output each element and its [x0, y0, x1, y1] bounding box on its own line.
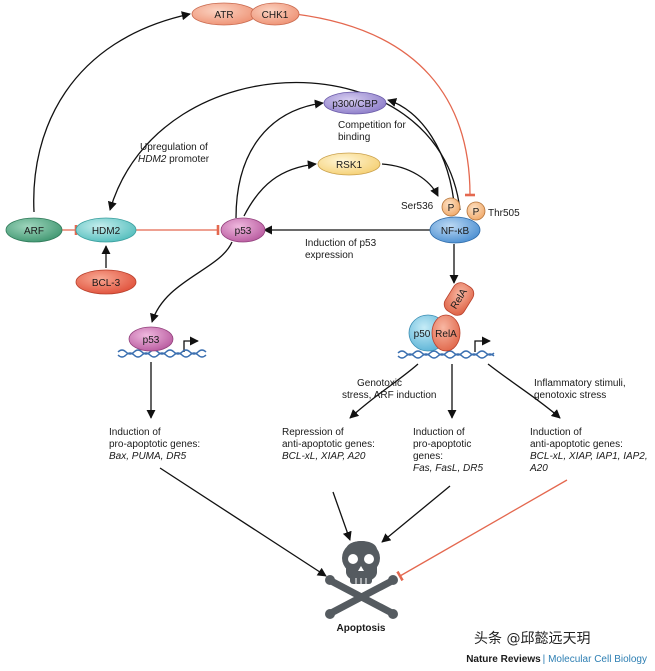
- arf-node[interactable]: ARF: [5, 217, 63, 243]
- outcome-midleft-line2: anti-apoptotic genes:: [282, 439, 375, 450]
- edge-dna-to-antiapop: [487, 363, 561, 419]
- induction-p53-label-1: Induction of p53: [305, 238, 377, 249]
- apoptosis-label: Apoptosis: [337, 623, 386, 634]
- rsk1-label: RSK1: [336, 160, 363, 171]
- rela-low-label: RelA: [435, 329, 457, 340]
- hdm2-node[interactable]: HDM2: [75, 217, 137, 243]
- edge-rsk1-to-pser: [381, 163, 439, 197]
- rela-low-node[interactable]: RelA: [431, 314, 461, 352]
- edge-nfkb-to-p300: [387, 98, 456, 213]
- outcome-mid-left: Repression of anti-apoptotic genes: BCL-…: [282, 427, 375, 462]
- outcome-midright-genes: Fas, FasL, DR5: [413, 463, 483, 474]
- bcl3-label: BCL-3: [92, 278, 121, 289]
- ser536-label: Ser536: [401, 201, 434, 212]
- watermark: 头条 @邱懿远天玥: [474, 631, 591, 647]
- edge-dna-to-repression: [349, 363, 419, 419]
- dna-right: [397, 350, 495, 359]
- p53-dna-node[interactable]: p53: [128, 326, 174, 352]
- p300-label: p300/CBP: [332, 99, 378, 110]
- skull-crossbones-icon: [325, 541, 398, 619]
- p300-node[interactable]: p300/CBP: [323, 91, 387, 115]
- edge-left-to-apoptosis: [159, 467, 327, 577]
- competition-label-1: Competition for: [338, 120, 406, 131]
- edge-p53-to-p53-low: [150, 241, 233, 323]
- induction-p53-label-2: expression: [305, 250, 353, 261]
- rsk1-node[interactable]: RSK1: [317, 152, 381, 176]
- chk1-label: CHK1: [262, 10, 289, 21]
- phospho-thr505-label: P: [473, 207, 480, 218]
- phospho-ser536-label: P: [448, 203, 455, 214]
- edge-p53-to-p300: [235, 99, 324, 219]
- inflammatory-label-2: genotoxic stress: [534, 390, 606, 401]
- atr-node[interactable]: ATR: [191, 2, 257, 26]
- promoter-arrow-left: [183, 336, 199, 352]
- upregulation-label-2: HDM2 promoter: [138, 154, 210, 165]
- journal-subject: | Molecular Cell Biology: [542, 654, 647, 665]
- phospho-ser536: P: [441, 197, 461, 217]
- journal-name: Nature Reviews: [466, 654, 541, 665]
- dna-left: [117, 349, 207, 358]
- thr505-label: Thr505: [488, 208, 520, 219]
- outcome-left: Induction of pro-apoptotic genes: Bax, P…: [109, 427, 200, 462]
- edge-p53-to-rsk1: [243, 160, 317, 217]
- outcome-midright-line2: pro-apoptotic: [413, 439, 471, 450]
- genotoxic-label-1: Genotoxic: [357, 378, 402, 389]
- genotoxic-label-2: stress, ARF induction: [342, 390, 436, 401]
- p53-node[interactable]: p53: [220, 217, 266, 243]
- promoter-arrow-right: [474, 336, 491, 352]
- outcome-midleft-genes: BCL-xL, XIAP, A20: [282, 451, 366, 462]
- edges: [33, 11, 561, 577]
- outcome-right: Induction of anti-apoptotic genes: BCL-x…: [529, 427, 648, 474]
- atr-label: ATR: [214, 10, 233, 21]
- edge-chk1-inhibits-nfkb: [294, 13, 476, 197]
- outcome-right-line1: Induction of: [530, 427, 582, 438]
- phospho-thr505: P: [466, 201, 486, 221]
- inflammatory-label-1: Inflammatory stimuli,: [534, 378, 626, 389]
- edge-nfkb-to-hdm2: [107, 81, 461, 211]
- hdm2-label: HDM2: [92, 226, 121, 237]
- p50-label: p50: [414, 329, 431, 340]
- outcome-left-line2: pro-apoptotic genes:: [109, 439, 200, 450]
- nfkb-node[interactable]: NF-κB: [429, 216, 481, 244]
- arf-label: ARF: [24, 226, 44, 237]
- edge-antiapop-inhibits-apoptosis: [396, 479, 568, 582]
- outcome-left-line1: Induction of: [109, 427, 161, 438]
- outcome-left-genes: Bax, PUMA, DR5: [109, 451, 187, 462]
- edge-arf-to-atr: [33, 11, 191, 213]
- outcome-mid-right: Induction of pro-apoptotic genes: Fas, F…: [413, 427, 483, 474]
- p53-dna-label: p53: [143, 335, 160, 346]
- competition-label-2: binding: [338, 132, 370, 143]
- edge-repression-to-apoptosis: [332, 491, 352, 541]
- upregulation-label-1: Upregulation of: [140, 142, 208, 153]
- bcl3-node[interactable]: BCL-3: [75, 269, 137, 295]
- chk1-node[interactable]: CHK1: [250, 2, 300, 26]
- outcome-midright-line1: Induction of: [413, 427, 465, 438]
- outcome-midleft-line1: Repression of: [282, 427, 344, 438]
- journal-footer: Nature Reviews| Molecular Cell Biology: [466, 654, 647, 665]
- outcome-right-genes-1: BCL-xL, XIAP, IAP1, IAP2,: [530, 451, 648, 462]
- inhibition-edges: [58, 13, 568, 582]
- outcome-right-line2: anti-apoptotic genes:: [530, 439, 623, 450]
- outcome-midright-line3: genes:: [413, 451, 443, 462]
- edge-proapop-to-apoptosis: [381, 485, 451, 543]
- outcome-right-genes-2: A20: [529, 463, 548, 474]
- p53-label: p53: [235, 226, 252, 237]
- rela-top-node[interactable]: RelA: [441, 280, 477, 319]
- nfkb-label: NF-κB: [441, 226, 470, 237]
